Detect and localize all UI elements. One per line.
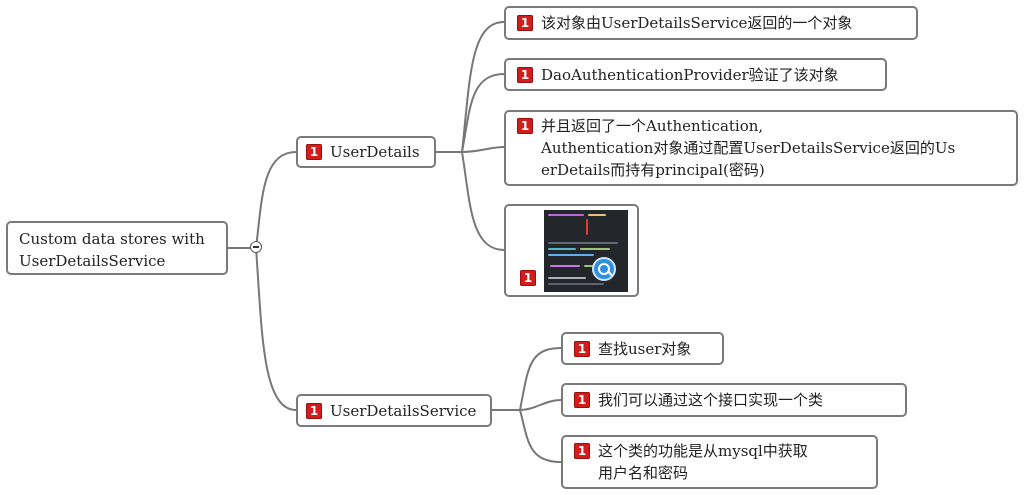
priority-badge-icon: 1 (517, 67, 533, 83)
topic-class-function[interactable]: 1 这个类的功能是从mysql中获取 用户名和密码 (561, 435, 878, 489)
priority-badge-icon: 1 (574, 443, 590, 459)
topic-label: 我们可以通过这个接口实现一个类 (598, 391, 824, 409)
priority-badge-icon: 1 (517, 15, 533, 31)
topic-label: 并且返回了一个Authentication, Authentication对象通… (541, 117, 956, 179)
code-screenshot-thumbnail[interactable] (544, 210, 628, 292)
branch-userdetails[interactable]: 1 UserDetails (296, 136, 436, 168)
branch-userdetailsservice[interactable]: 1 UserDetailsService (296, 394, 492, 427)
topic-image[interactable]: 1 (504, 204, 639, 297)
priority-badge-icon: 1 (306, 144, 322, 160)
priority-badge-icon: 1 (574, 341, 590, 357)
priority-badge-icon: 1 (520, 270, 536, 286)
priority-badge-icon: 1 (517, 118, 533, 134)
topic-label: 这个类的功能是从mysql中获取 用户名和密码 (598, 442, 808, 482)
topic-label: DaoAuthenticationProvider验证了该对象 (541, 66, 839, 84)
topic-label: 该对象由UserDetailsService返回的一个对象 (541, 14, 853, 32)
topic-returned-object[interactable]: 1 该对象由UserDetailsService返回的一个对象 (504, 6, 918, 40)
topic-label: 查找user对象 (598, 340, 692, 358)
topic-authentication[interactable]: 1 并且返回了一个Authentication, Authentication对… (504, 110, 1018, 186)
magnifier-icon[interactable] (592, 257, 616, 281)
branch-label: UserDetails (330, 143, 420, 161)
topic-dao-provider[interactable]: 1 DaoAuthenticationProvider验证了该对象 (504, 58, 887, 91)
branch-label: UserDetailsService (330, 402, 477, 420)
root-node[interactable]: Custom data stores with UserDetailsServi… (6, 221, 228, 275)
collapse-toggle-icon[interactable] (250, 241, 262, 253)
topic-find-user[interactable]: 1 查找user对象 (561, 332, 724, 365)
root-label: Custom data stores with UserDetailsServi… (19, 230, 205, 270)
topic-implement-class[interactable]: 1 我们可以通过这个接口实现一个类 (561, 383, 907, 417)
priority-badge-icon: 1 (306, 403, 322, 419)
priority-badge-icon: 1 (574, 392, 590, 408)
